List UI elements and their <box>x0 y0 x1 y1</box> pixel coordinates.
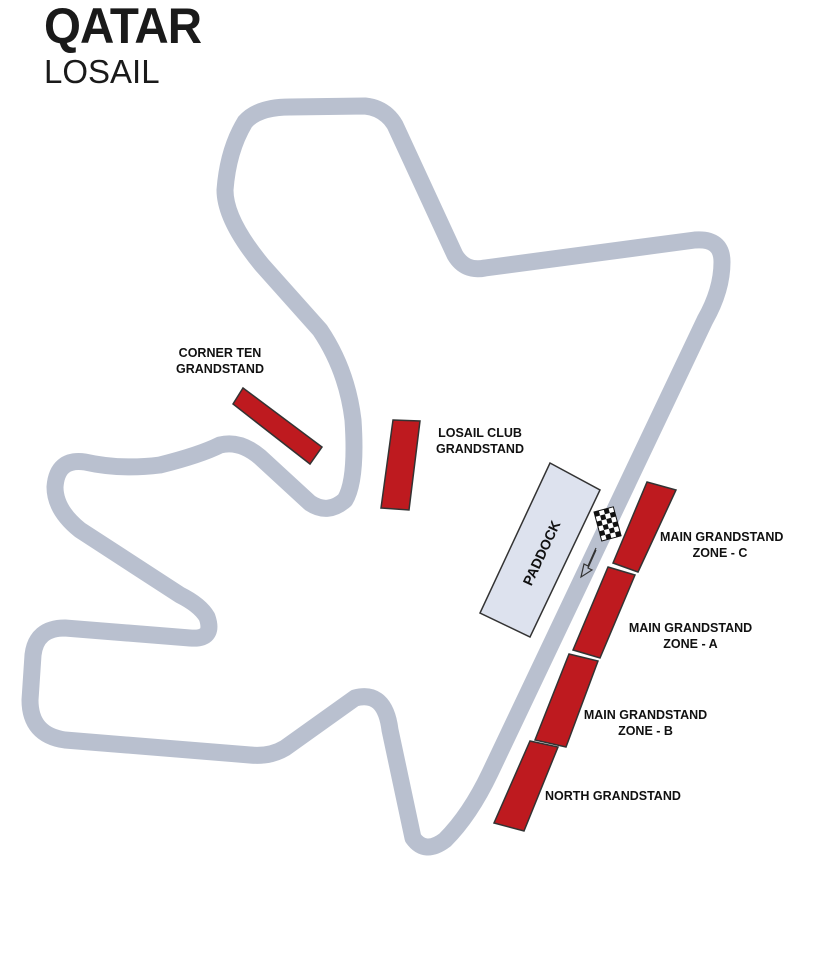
main-zone-a-label: MAIN GRANDSTAND ZONE - A <box>618 620 763 652</box>
label-line: MAIN GRANDSTAND <box>583 708 708 722</box>
paddock-area[interactable] <box>479 461 601 639</box>
losail-club-grandstand[interactable] <box>380 419 421 511</box>
label-line: ZONE - A <box>663 637 718 651</box>
main-zone-b-label: MAIN GRANDSTAND ZONE - B <box>573 707 718 739</box>
north-grandstand[interactable] <box>492 740 560 832</box>
label-line: MAIN GRANDSTAND <box>660 530 784 544</box>
checkered-flag-icon <box>593 506 622 542</box>
circuit-name: LOSAIL <box>44 53 160 90</box>
losail-club-label: LOSAIL CLUB GRANDSTAND <box>426 425 534 457</box>
main-zone-c-label: MAIN GRANDSTAND ZONE - C <box>660 529 784 561</box>
north-grandstand-label: NORTH GRANDSTAND <box>545 789 681 803</box>
label-line: CORNER TEN <box>178 346 262 360</box>
main-grandstand-zone-b[interactable] <box>533 653 599 748</box>
label-line: LOSAIL CLUB <box>438 426 522 440</box>
corner-ten-label: CORNER TEN GRANDSTAND <box>160 345 280 377</box>
label-line: GRANDSTAND <box>176 362 264 376</box>
direction-arrow-icon <box>580 547 597 579</box>
label-line: MAIN GRANDSTAND <box>628 621 753 635</box>
label-line: ZONE - B <box>618 724 673 738</box>
corner-ten-grandstand[interactable] <box>232 386 324 466</box>
main-grandstand-zone-a[interactable] <box>571 566 637 659</box>
country-title: QATAR <box>44 0 202 54</box>
race-track <box>21 97 731 856</box>
label-line: GRANDSTAND <box>436 442 524 456</box>
main-grandstand-zone-c[interactable] <box>612 481 678 573</box>
label-line: ZONE - C <box>692 546 748 560</box>
